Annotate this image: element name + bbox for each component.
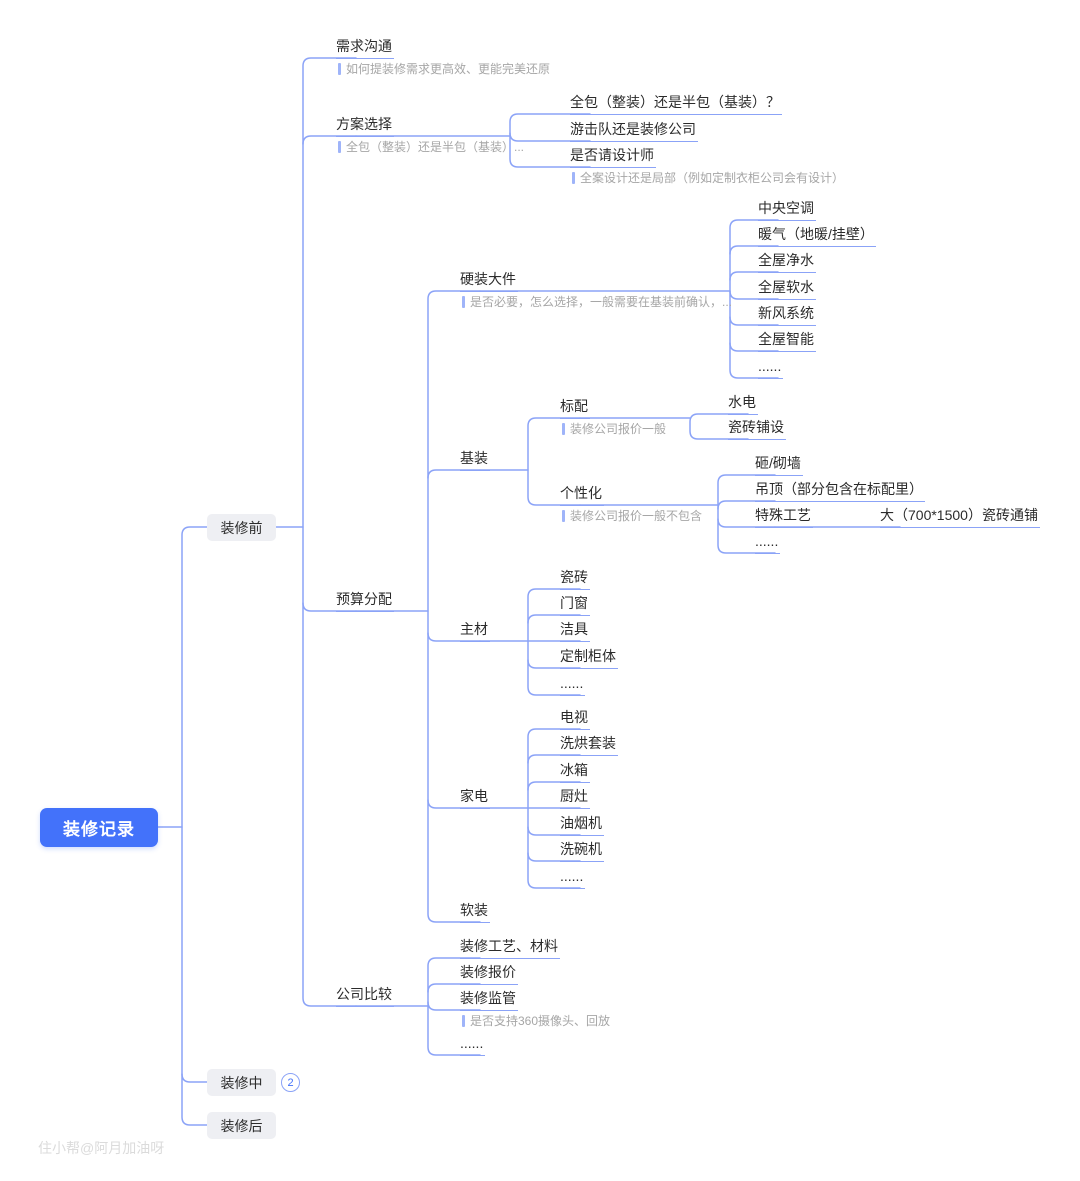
- node-stage-during[interactable]: 装修中: [207, 1069, 276, 1096]
- node-stage-before[interactable]: 装修前: [207, 514, 276, 541]
- note-bar: [462, 1015, 465, 1027]
- node-tiles[interactable]: 瓷砖: [560, 567, 590, 590]
- node-fresh-air-system[interactable]: 新风系统: [758, 303, 816, 326]
- note-text: 装修公司报价一般: [570, 422, 667, 436]
- watermark: 住小帮@阿月加油呀: [38, 1140, 165, 1156]
- node-full-or-half-package[interactable]: 全包（整装）还是半包（基装）？: [570, 92, 782, 115]
- note-text: 是否必要，怎么选择，一般需要在基装前确认，...: [470, 295, 733, 309]
- node-dishwasher[interactable]: 洗碗机: [560, 839, 604, 862]
- node-standard-package[interactable]: 标配: [560, 396, 590, 419]
- node-materials-more[interactable]: ......: [560, 673, 586, 696]
- node-stage-after[interactable]: 装修后: [207, 1112, 276, 1139]
- node-compare-more[interactable]: ......: [460, 1033, 486, 1056]
- node-crew-or-company[interactable]: 游击队还是装修公司: [570, 119, 698, 142]
- node-customization[interactable]: 个性化: [560, 483, 604, 506]
- note-plan: 全包（整装）还是半包（基装）...: [338, 139, 524, 155]
- note-custom: 装修公司报价一般不包含: [562, 508, 702, 524]
- note-hard-items: 是否必要，怎么选择，一般需要在基装前确认，...: [462, 294, 732, 310]
- node-main-materials[interactable]: 主材: [460, 619, 490, 642]
- note-bar: [462, 296, 465, 308]
- node-plumbing-electric[interactable]: 水电: [728, 392, 758, 415]
- note-bar: [338, 63, 341, 75]
- node-demand-communication[interactable]: 需求沟通: [336, 36, 394, 59]
- note-text: 是否支持360摄像头、回放: [470, 1014, 611, 1028]
- node-fridge[interactable]: 冰箱: [560, 760, 590, 783]
- note-demand: 如何提装修需求更高效、更能完美还原: [338, 61, 550, 77]
- node-doors-windows[interactable]: 门窗: [560, 593, 590, 616]
- node-smart-home[interactable]: 全屋智能: [758, 329, 816, 352]
- node-range-hood[interactable]: 油烟机: [560, 813, 604, 836]
- node-tile-laying[interactable]: 瓷砖铺设: [728, 417, 786, 440]
- note-designer: 全案设计还是局部（例如定制衣柜公司会有设计）: [572, 170, 844, 186]
- note-supervision: 是否支持360摄像头、回放: [462, 1013, 610, 1029]
- note-bar: [338, 141, 341, 153]
- note-bar: [572, 172, 575, 184]
- node-company-comparison[interactable]: 公司比较: [336, 984, 394, 1007]
- note-text: 装修公司报价一般不包含: [570, 509, 703, 523]
- node-appliances-more[interactable]: ......: [560, 866, 586, 889]
- root-node-renovation-record[interactable]: 装修记录: [40, 808, 158, 847]
- note-bar: [562, 510, 565, 522]
- note-bar: [562, 423, 565, 435]
- collapsed-count-badge[interactable]: 2: [281, 1073, 300, 1092]
- node-heating[interactable]: 暖气（地暖/挂壁）: [758, 224, 876, 247]
- node-ceiling[interactable]: 吊顶（部分包含在标配里）: [755, 479, 925, 502]
- note-text: 全案设计还是局部（例如定制衣柜公司会有设计）: [580, 171, 845, 185]
- node-hire-designer[interactable]: 是否请设计师: [570, 145, 656, 168]
- node-custom-cabinets[interactable]: 定制柜体: [560, 646, 618, 669]
- node-basic-installation[interactable]: 基装: [460, 448, 490, 471]
- node-central-ac[interactable]: 中央空调: [758, 198, 816, 221]
- node-sanitary-ware[interactable]: 洁具: [560, 619, 590, 642]
- node-budget-allocation[interactable]: 预算分配: [336, 589, 394, 612]
- node-soft-furnishing[interactable]: 软装: [460, 900, 490, 923]
- node-washer-dryer[interactable]: 洗烘套装: [560, 733, 618, 756]
- node-wall-demolition[interactable]: 砸/砌墙: [755, 453, 803, 476]
- note-standard: 装修公司报价一般: [562, 421, 666, 437]
- node-craft-materials[interactable]: 装修工艺、材料: [460, 936, 560, 959]
- note-text: 全包（整装）还是半包（基装）...: [346, 140, 525, 154]
- node-supervision[interactable]: 装修监管: [460, 988, 518, 1011]
- node-large-tile-detail[interactable]: 大（700*1500）瓷砖通铺: [880, 505, 1040, 528]
- node-hard-installed-items[interactable]: 硬装大件: [460, 269, 518, 292]
- node-home-appliances[interactable]: 家电: [460, 786, 490, 809]
- node-special-craft[interactable]: 特殊工艺: [755, 505, 813, 528]
- node-water-purification[interactable]: 全屋净水: [758, 250, 816, 273]
- node-water-softening[interactable]: 全屋软水: [758, 277, 816, 300]
- note-text: 如何提装修需求更高效、更能完美还原: [346, 62, 551, 76]
- node-quotation[interactable]: 装修报价: [460, 962, 518, 985]
- node-tv[interactable]: 电视: [560, 707, 590, 730]
- node-hard-items-more[interactable]: ......: [758, 356, 784, 379]
- node-custom-more[interactable]: ......: [755, 531, 781, 554]
- node-plan-selection[interactable]: 方案选择: [336, 114, 394, 137]
- node-stove[interactable]: 厨灶: [560, 786, 590, 809]
